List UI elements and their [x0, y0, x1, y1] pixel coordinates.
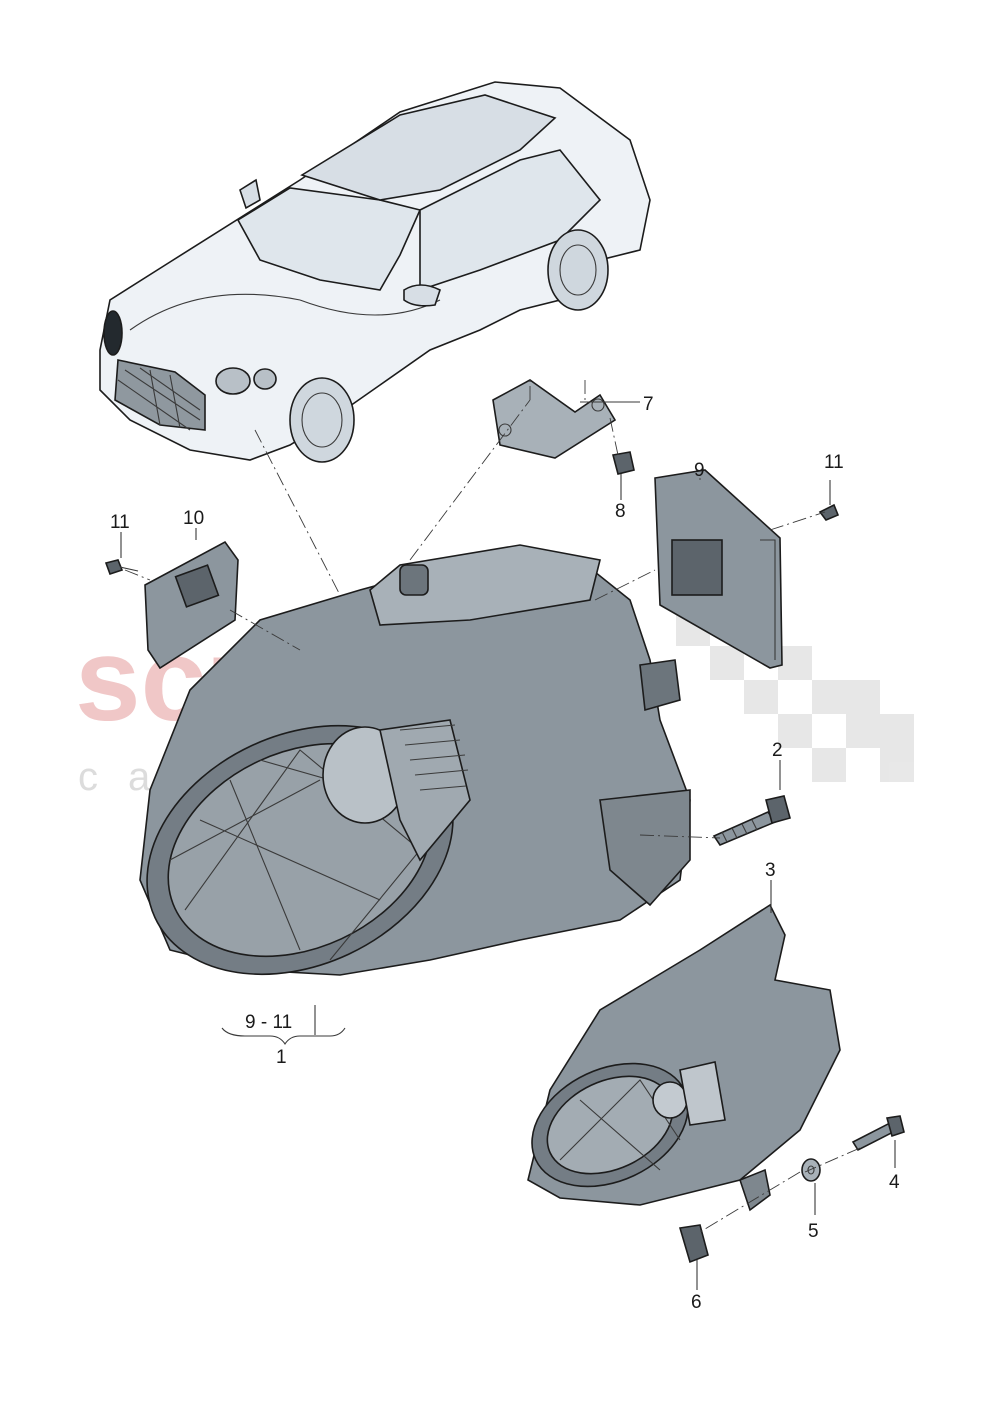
checkered-flag-watermark: [676, 612, 914, 782]
car-illustration: [99, 81, 651, 463]
callout-11-right: 11: [824, 452, 844, 473]
screw-4: [851, 1115, 905, 1152]
callout-11-left: 11: [110, 512, 130, 533]
control-unit-9: [654, 469, 783, 669]
callout-5: 5: [808, 1221, 819, 1242]
screw-11-right: [818, 503, 840, 521]
auxiliary-lamp-3: [527, 903, 841, 1212]
leader-lines: [120, 401, 896, 1290]
headlamp-assembly: [139, 544, 691, 976]
callout-9: 9: [694, 460, 705, 481]
callout-6: 6: [691, 1292, 702, 1313]
nut-8: [612, 451, 635, 475]
clip-6: [678, 1224, 709, 1264]
screw-11-left: [104, 559, 139, 576]
bracket-7: [492, 379, 617, 459]
callout-9-11: 9 - 11: [245, 1012, 292, 1033]
callouts: 1 9 - 11 2 3 4 5 6 7 8 9 10 11 11: [110, 394, 900, 1313]
callout-7: 7: [643, 394, 654, 415]
washer-5: [801, 1158, 821, 1182]
control-unit-10: [144, 540, 239, 670]
callout-2: 2: [772, 740, 783, 761]
callout-3: 3: [765, 860, 776, 881]
assembly-lines: [124, 380, 861, 1233]
callout-1: 1: [276, 1047, 287, 1068]
callout-10: 10: [183, 508, 204, 529]
callout-4: 4: [889, 1172, 900, 1193]
bolt-2: [712, 795, 791, 846]
callout-8: 8: [615, 501, 626, 522]
